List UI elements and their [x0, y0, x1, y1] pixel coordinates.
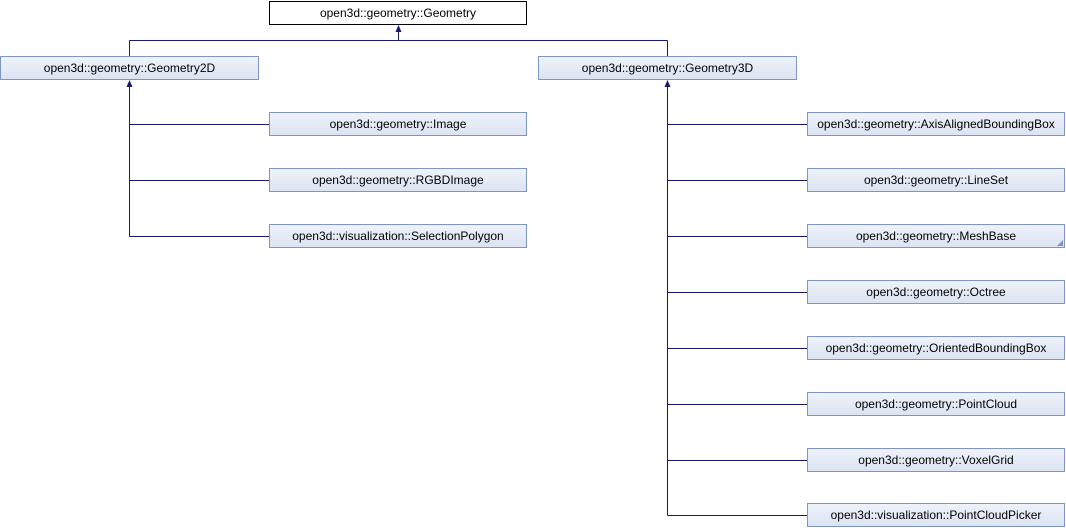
class-node-geometry: open3d::geometry::Geometry — [269, 1, 527, 25]
class-node-orientedboundingbox[interactable]: open3d::geometry::OrientedBoundingBox — [807, 336, 1065, 360]
class-node-image[interactable]: open3d::geometry::Image — [269, 112, 527, 136]
arrowhead-geometry — [395, 25, 402, 32]
arrowhead-geometry3d — [664, 80, 671, 87]
arrowhead-geometry2d — [126, 80, 133, 87]
class-node-meshbase[interactable]: open3d::geometry::MeshBase — [807, 224, 1065, 248]
class-node-voxelgrid[interactable]: open3d::geometry::VoxelGrid — [807, 448, 1065, 472]
class-node-pointcloud[interactable]: open3d::geometry::PointCloud — [807, 392, 1065, 416]
class-node-geometry2d[interactable]: open3d::geometry::Geometry2D — [0, 56, 259, 80]
class-node-lineset[interactable]: open3d::geometry::LineSet — [807, 168, 1065, 192]
class-node-geometry3d[interactable]: open3d::geometry::Geometry3D — [538, 56, 797, 80]
class-node-pointcloudpicker[interactable]: open3d::visualization::PointCloudPicker — [807, 503, 1065, 527]
class-node-octree[interactable]: open3d::geometry::Octree — [807, 280, 1065, 304]
class-node-selectionpolygon[interactable]: open3d::visualization::SelectionPolygon — [269, 224, 527, 248]
class-node-rgbdimage[interactable]: open3d::geometry::RGBDImage — [269, 168, 527, 192]
class-node-axisalignedboundingbox[interactable]: open3d::geometry::AxisAlignedBoundingBox — [807, 112, 1065, 136]
